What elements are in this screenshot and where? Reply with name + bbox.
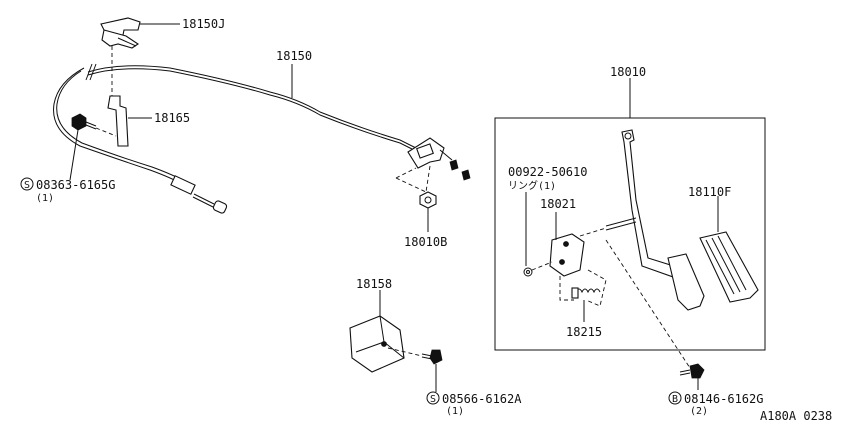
label-08566: 08566-6162A: [442, 392, 522, 406]
label-18215: 18215: [566, 325, 602, 339]
label-00922: 00922-50610: [508, 165, 587, 179]
symbol-s-08566-text: S: [430, 394, 436, 405]
label-18150: 18150: [276, 49, 312, 63]
pedal-arm-18010: [605, 129, 681, 279]
cable-18150: [53, 63, 421, 187]
label-18110f: 18110F: [688, 185, 731, 199]
nut-18010b: [419, 191, 437, 209]
symbol-b-08146: [668, 391, 682, 405]
bolt-08363: [71, 113, 97, 131]
bolt-08146: [679, 363, 705, 379]
label-08146: 08146-6162G: [684, 392, 763, 406]
clip-18150j: [100, 17, 141, 49]
bracket-18021: [549, 233, 585, 277]
label-18165: 18165: [154, 111, 190, 125]
label-18021: 18021: [540, 197, 576, 211]
dash-arm-shaft: [579, 227, 607, 237]
symbol-s-08566: [426, 391, 440, 405]
drawing-code: A180A 0238: [760, 409, 832, 423]
dash-08566: [387, 347, 423, 357]
cable-end-fitting: [170, 175, 228, 214]
label-08566-qty: (1): [446, 406, 464, 417]
symbol-b-08146-text: B: [672, 394, 678, 405]
dash-18010b-c: [395, 167, 417, 179]
dash-08363: [95, 127, 117, 137]
cable-pedal-end: [407, 137, 471, 181]
ring-00922: [523, 267, 533, 277]
label-08363: 08363-6165G: [36, 178, 115, 192]
block-18158: [349, 315, 405, 373]
label-18158: 18158: [356, 277, 392, 291]
symbol-s-08363-text: S: [24, 180, 30, 191]
dash-08146: [605, 239, 691, 369]
dash-spring: [559, 269, 607, 307]
pedal-rubber-18110f: [699, 231, 759, 303]
label-18010b: 18010B: [404, 235, 447, 249]
label-08363-qty: (1): [36, 193, 54, 204]
dash-ring: [531, 261, 553, 271]
dash-18010b-b: [425, 165, 431, 193]
bracket-18165: [107, 95, 129, 147]
symbol-s-08363: [20, 177, 34, 191]
dash-18010b-a: [395, 177, 427, 193]
label-18010: 18010: [610, 65, 646, 79]
bolt-08566: [421, 349, 443, 365]
spring-18215: [571, 287, 601, 299]
label-00922-sub: リング(1): [508, 179, 556, 192]
leader-08363: [69, 129, 79, 181]
label-18150j: 18150J: [182, 17, 225, 31]
label-08146-qty: (2): [690, 406, 708, 417]
pedal-pad: [667, 253, 705, 311]
